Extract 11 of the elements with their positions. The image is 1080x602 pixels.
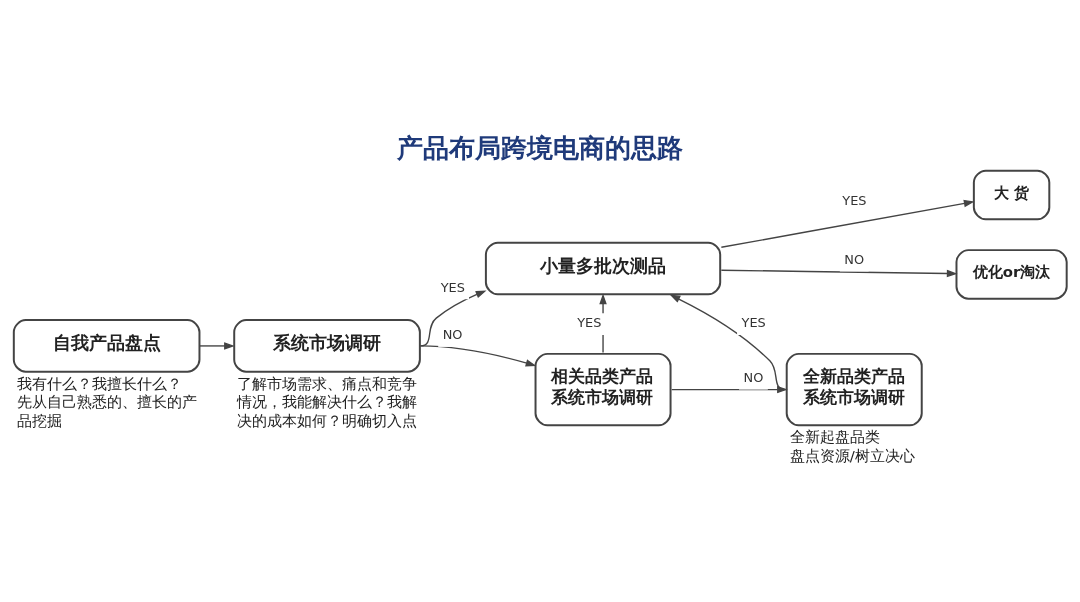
- edge-label: NO: [442, 326, 463, 342]
- edge-label: YES: [440, 279, 465, 295]
- node-label: 了解市场需求、痛点和竞争情况，我能解决什么？我解决的成本如何？明确切入点: [237, 374, 418, 430]
- edge-label: YES: [741, 314, 766, 330]
- edge-label: YES: [842, 192, 867, 208]
- node-label: 我有什么？我擅长什么？先从自己熟悉的、擅长的产品挖掘: [16, 374, 197, 430]
- diagram-title: 产品布局跨境电商的思路: [396, 132, 683, 163]
- edge-label: NO: [844, 251, 865, 267]
- edge-label: NO: [743, 369, 764, 385]
- edge-label: YES: [577, 314, 602, 330]
- node-label: 全新起盘品类盘点资源/树立决心: [789, 427, 915, 465]
